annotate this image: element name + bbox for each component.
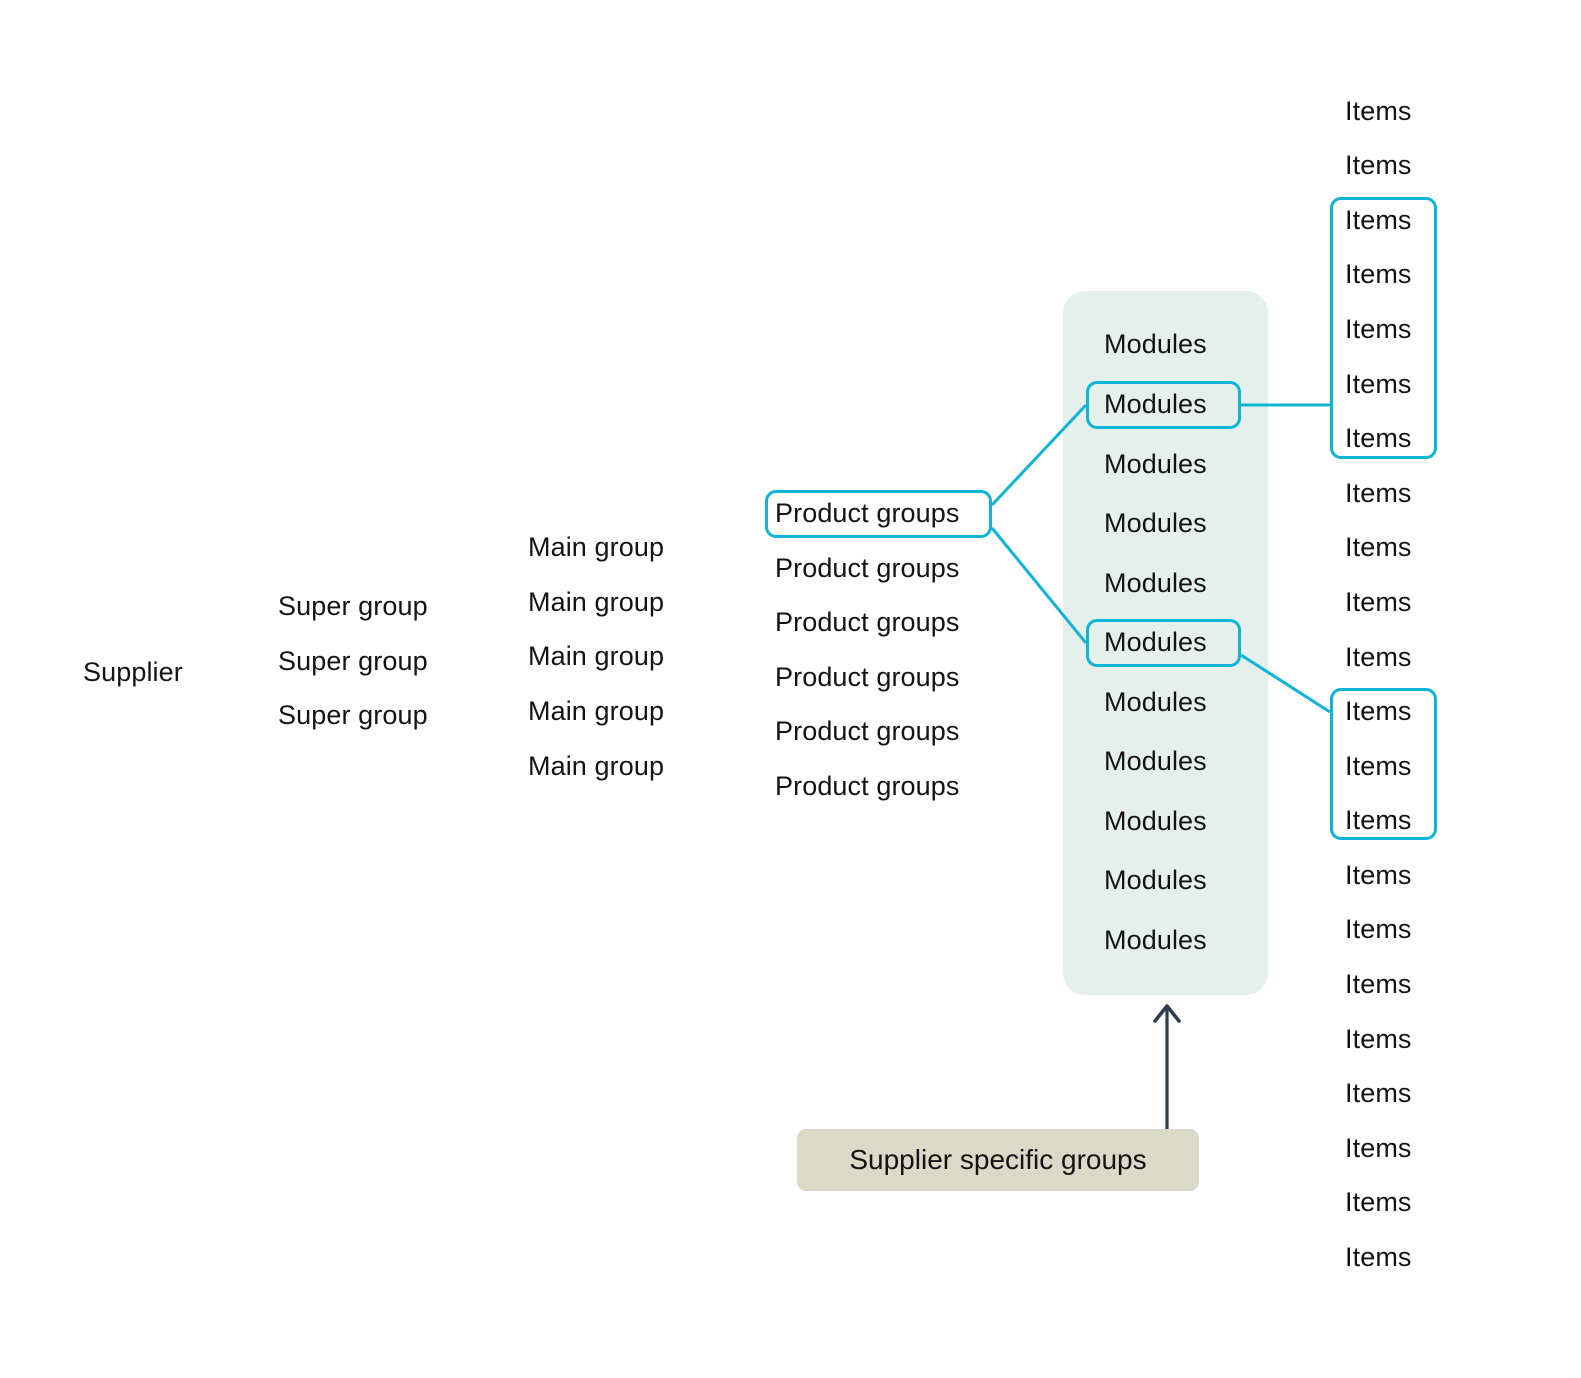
- node-main-group-4[interactable]: Main group: [528, 751, 665, 781]
- modules-panel: [1063, 291, 1268, 995]
- product-groups-highlight-box: [765, 490, 992, 538]
- node-modules-6[interactable]: Modules: [1104, 687, 1207, 717]
- node-modules-10[interactable]: Modules: [1104, 925, 1207, 955]
- node-modules-4[interactable]: Modules: [1104, 568, 1207, 598]
- node-items-2[interactable]: Items: [1345, 205, 1412, 235]
- supplier-specific-groups-label: Supplier specific groups: [849, 1144, 1147, 1175]
- items-highlight-box-upper: [1330, 197, 1437, 459]
- node-items-16[interactable]: Items: [1345, 969, 1412, 999]
- node-items-5[interactable]: Items: [1345, 369, 1412, 399]
- node-modules-7[interactable]: Modules: [1104, 746, 1207, 776]
- node-items-4[interactable]: Items: [1345, 314, 1412, 344]
- node-items-0[interactable]: Items: [1345, 96, 1412, 126]
- node-modules-5[interactable]: Modules: [1104, 627, 1207, 657]
- modules-highlight-box-lower: [1086, 619, 1241, 667]
- supplier-specific-groups-box[interactable]: Supplier specific groups: [797, 1129, 1199, 1191]
- node-items-18[interactable]: Items: [1345, 1078, 1412, 1108]
- node-items-17[interactable]: Items: [1345, 1024, 1412, 1054]
- node-modules-2[interactable]: Modules: [1104, 449, 1207, 479]
- node-items-14[interactable]: Items: [1345, 860, 1412, 890]
- node-items-3[interactable]: Items: [1345, 259, 1412, 289]
- node-modules-0[interactable]: Modules: [1104, 329, 1207, 359]
- node-super-group-2[interactable]: Super group: [278, 700, 428, 730]
- node-main-group-3[interactable]: Main group: [528, 696, 665, 726]
- node-product-groups-1[interactable]: Product groups: [775, 553, 960, 583]
- node-product-groups-4[interactable]: Product groups: [775, 716, 960, 746]
- node-items-7[interactable]: Items: [1345, 478, 1412, 508]
- node-items-15[interactable]: Items: [1345, 914, 1412, 944]
- node-items-10[interactable]: Items: [1345, 642, 1412, 672]
- node-items-1[interactable]: Items: [1345, 150, 1412, 180]
- node-super-group-0[interactable]: Super group: [278, 591, 428, 621]
- items-highlight-box-lower: [1330, 688, 1437, 840]
- node-items-13[interactable]: Items: [1345, 805, 1412, 835]
- node-main-group-2[interactable]: Main group: [528, 641, 665, 671]
- node-modules-3[interactable]: Modules: [1104, 508, 1207, 538]
- node-main-group-1[interactable]: Main group: [528, 587, 665, 617]
- node-product-groups-5[interactable]: Product groups: [775, 771, 960, 801]
- node-supplier-0[interactable]: Supplier: [83, 657, 183, 687]
- node-items-21[interactable]: Items: [1345, 1242, 1412, 1272]
- node-product-groups-0[interactable]: Product groups: [775, 498, 960, 528]
- node-items-20[interactable]: Items: [1345, 1187, 1412, 1217]
- node-modules-1[interactable]: Modules: [1104, 389, 1207, 419]
- node-items-11[interactable]: Items: [1345, 696, 1412, 726]
- node-main-group-0[interactable]: Main group: [528, 532, 665, 562]
- node-modules-8[interactable]: Modules: [1104, 806, 1207, 836]
- node-items-19[interactable]: Items: [1345, 1133, 1412, 1163]
- node-items-8[interactable]: Items: [1345, 532, 1412, 562]
- node-modules-9[interactable]: Modules: [1104, 865, 1207, 895]
- supplier-specific-groups-arrow-head: [1153, 1004, 1181, 1023]
- node-items-6[interactable]: Items: [1345, 423, 1412, 453]
- node-product-groups-3[interactable]: Product groups: [775, 662, 960, 692]
- modules-highlight-box-upper: [1086, 381, 1241, 429]
- node-super-group-1[interactable]: Super group: [278, 646, 428, 676]
- node-items-9[interactable]: Items: [1345, 587, 1412, 617]
- node-product-groups-2[interactable]: Product groups: [775, 607, 960, 637]
- node-items-12[interactable]: Items: [1345, 751, 1412, 781]
